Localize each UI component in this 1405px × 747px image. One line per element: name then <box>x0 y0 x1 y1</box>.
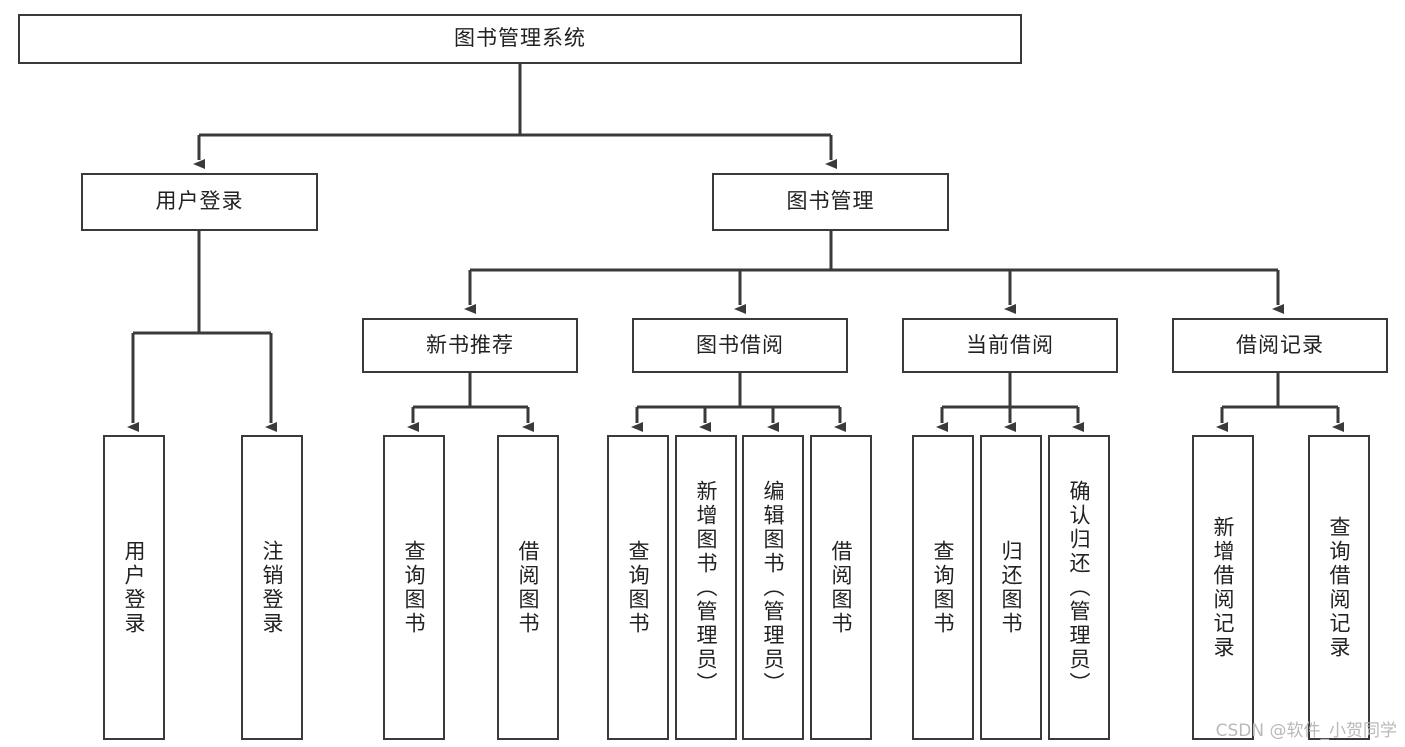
leaf-confirm-return-admin[interactable]: 确认归还（管理员） <box>1048 435 1110 740</box>
leaf-return-book-label: 归还图书 <box>999 539 1024 636</box>
node-user-login[interactable]: 用户登录 <box>81 173 318 231</box>
leaf-borrow-book-1-label: 借阅图书 <box>516 539 541 636</box>
leaf-return-book[interactable]: 归还图书 <box>980 435 1042 740</box>
leaf-add-borrow-record[interactable]: 新增借阅记录 <box>1192 435 1254 740</box>
leaf-edit-book-admin-label: 编辑图书（管理员） <box>761 479 786 696</box>
leaf-confirm-return-admin-label: 确认归还（管理员） <box>1067 479 1092 696</box>
leaf-borrow-book-2-label: 借阅图书 <box>829 539 854 636</box>
node-book-manage[interactable]: 图书管理 <box>712 173 949 231</box>
leaf-logout-label: 注销登录 <box>260 539 285 636</box>
leaf-query-book-3[interactable]: 查询图书 <box>912 435 974 740</box>
leaf-borrow-book-2[interactable]: 借阅图书 <box>810 435 872 740</box>
node-book-borrow[interactable]: 图书借阅 <box>632 318 848 373</box>
leaf-add-borrow-record-label: 新增借阅记录 <box>1211 515 1236 660</box>
leaf-query-book-1-label: 查询图书 <box>402 539 427 636</box>
leaf-query-borrow-record[interactable]: 查询借阅记录 <box>1308 435 1370 740</box>
watermark: CSDN @软件_小贺同学 <box>1215 721 1397 741</box>
leaf-logout[interactable]: 注销登录 <box>241 435 303 740</box>
node-current-borrow[interactable]: 当前借阅 <box>902 318 1118 373</box>
node-new-book-recommend[interactable]: 新书推荐 <box>362 318 578 373</box>
node-borrow-record[interactable]: 借阅记录 <box>1172 318 1388 373</box>
leaf-edit-book-admin[interactable]: 编辑图书（管理员） <box>742 435 804 740</box>
leaf-query-book-1[interactable]: 查询图书 <box>383 435 445 740</box>
leaf-query-borrow-record-label: 查询借阅记录 <box>1327 515 1352 660</box>
leaf-query-book-3-label: 查询图书 <box>931 539 956 636</box>
leaf-borrow-book-1[interactable]: 借阅图书 <box>497 435 559 740</box>
leaf-query-book-2[interactable]: 查询图书 <box>607 435 669 740</box>
leaf-add-book-admin[interactable]: 新增图书（管理员） <box>675 435 737 740</box>
leaf-query-book-2-label: 查询图书 <box>626 539 651 636</box>
leaf-add-book-admin-label: 新增图书（管理员） <box>694 479 719 696</box>
leaf-user-login[interactable]: 用户登录 <box>103 435 165 740</box>
leaf-user-login-label: 用户登录 <box>122 539 147 636</box>
node-root-system[interactable]: 图书管理系统 <box>18 14 1022 64</box>
